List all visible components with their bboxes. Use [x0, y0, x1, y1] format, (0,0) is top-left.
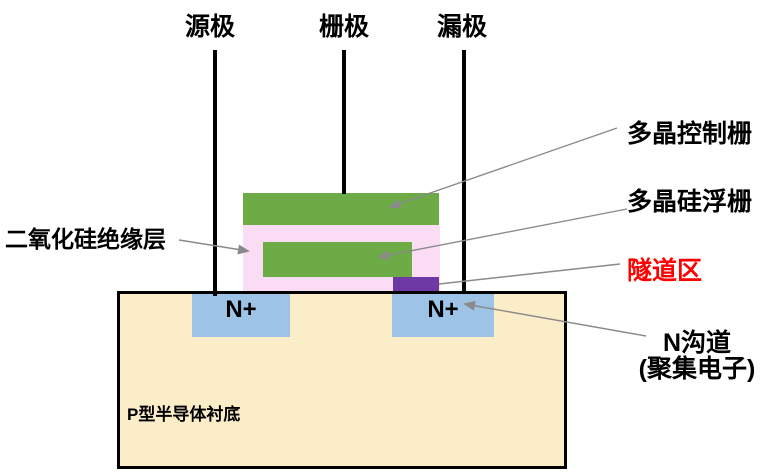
control-gate-label: 多晶控制栅: [627, 120, 753, 148]
tunnel-connector-line: [438, 263, 621, 285]
gate-wire: [342, 50, 346, 194]
n-plus-drain-label: N+: [427, 296, 459, 323]
substrate-rect: [117, 291, 567, 469]
drain-wire: [462, 50, 466, 291]
floating-gate-rect: [263, 242, 412, 277]
n-plus-source-rect: N+: [192, 294, 290, 337]
substrate-label: P型半导体衬底: [127, 405, 241, 424]
tunnel-region-label: 隧道区: [627, 257, 703, 285]
drain-electrode-label: 漏极: [436, 13, 488, 41]
n-plus-drain-rect: N+: [392, 294, 494, 337]
tunnel-region-rect: [393, 277, 439, 291]
insulator-label: 二氧化硅绝缘层: [5, 226, 166, 252]
n-channel-label-line1: N沟道: [662, 329, 732, 357]
n-plus-source-label: N+: [225, 296, 257, 323]
control-gate-rect: [243, 193, 439, 225]
floating-gate-label: 多晶硅浮栅: [627, 188, 753, 216]
n-channel-label: N沟道 (聚集电子): [639, 330, 756, 382]
gate-electrode-label: 栅极: [318, 13, 370, 41]
source-wire: [213, 50, 217, 296]
source-electrode-label: 源极: [184, 13, 236, 41]
n-channel-label-line2: (聚集电子): [638, 355, 756, 383]
